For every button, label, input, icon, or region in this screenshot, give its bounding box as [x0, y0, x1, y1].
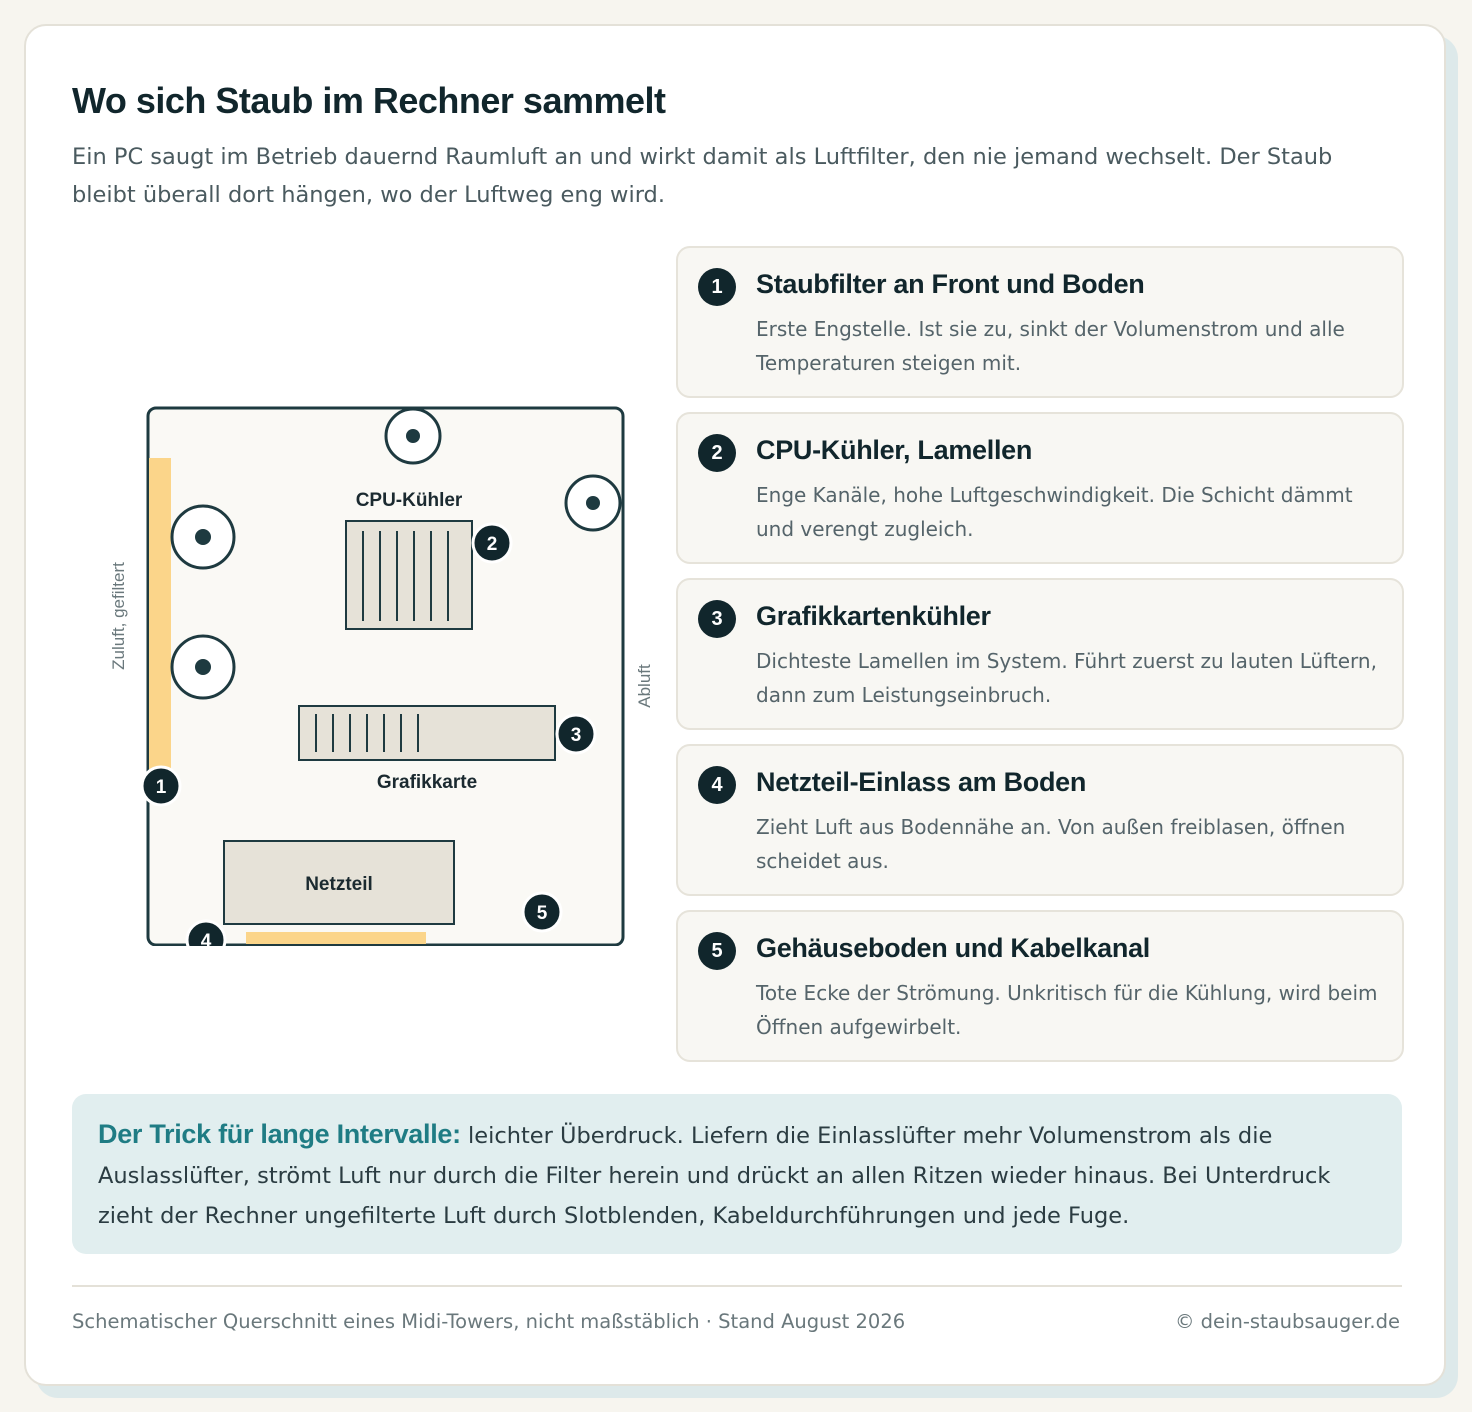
step-number: 3 — [698, 600, 736, 638]
step-description: Tote Ecke der Strömung. Unkritisch für d… — [756, 981, 1378, 1039]
step-description: Enge Kanäle, hohe Luftgeschwindigkeit. D… — [756, 483, 1353, 541]
bottom-filter — [246, 932, 426, 944]
step-description: Erste Engstelle. Ist sie zu, sinkt der V… — [756, 317, 1345, 375]
infographic-card: Wo sich Staub im Rechner sammelt Ein PC … — [24, 24, 1446, 1386]
step-card-5: 5 Gehäuseboden und Kabelkanal Tote Ecke … — [676, 910, 1404, 1062]
fan-rear-icon — [564, 474, 622, 532]
step-number: 2 — [698, 434, 736, 472]
exhaust-label: Abluft — [635, 664, 654, 708]
footer-note: Schematischer Querschnitt eines Midi-Tow… — [72, 1310, 906, 1333]
tip-box: Der Trick für lange Intervalle: leichter… — [72, 1094, 1402, 1254]
cpu-cooler — [345, 520, 473, 630]
step-card-2: 2 CPU-Kühler, Lamellen Enge Kanäle, hohe… — [676, 412, 1404, 564]
step-card-3: 3 Grafikkartenkühler Dichteste Lamellen … — [676, 578, 1404, 730]
gpu-card — [298, 705, 556, 761]
svg-text:1: 1 — [156, 777, 167, 798]
page-title: Wo sich Staub im Rechner sammelt — [72, 80, 666, 121]
marker-3: 3 — [555, 713, 597, 755]
tip-lead: Der Trick für lange Intervalle: — [98, 1119, 461, 1149]
step-title: Gehäuseboden und Kabelkanal — [756, 933, 1150, 963]
step-description: Dichteste Lamellen im System. Führt zuer… — [756, 649, 1377, 707]
front-filter — [149, 458, 171, 778]
marker-2: 2 — [471, 522, 513, 564]
intro-text: Ein PC saugt im Betrieb dauernd Raumluft… — [72, 144, 1333, 208]
step-title: CPU-Kühler, Lamellen — [756, 435, 1033, 465]
gpu-label: Grafikkarte — [377, 772, 477, 793]
step-card-1: 1 Staubfilter an Front und Boden Erste E… — [676, 246, 1404, 398]
footer-divider — [72, 1285, 1402, 1287]
cpu-label: CPU-Kühler — [356, 490, 463, 511]
pc-case-diagram: CPU-Kühler Grafikkarte Netzteil Zuluft, … — [109, 406, 654, 946]
gpu-fins — [315, 714, 419, 752]
svg-text:3: 3 — [571, 725, 582, 746]
footer-copyright: © dein-staubsauger.de — [1174, 1310, 1400, 1333]
svg-text:4: 4 — [201, 931, 212, 946]
fan-front-bottom-icon — [170, 634, 236, 700]
step-number: 5 — [698, 932, 736, 970]
marker-1: 1 — [140, 765, 182, 807]
intake-label: Zuluft, gefiltert — [109, 562, 128, 670]
steps-list: 1 Staubfilter an Front und Boden Erste E… — [676, 246, 1404, 1076]
step-number: 1 — [698, 268, 736, 306]
step-card-4: 4 Netzteil-Einlass am Boden Zieht Luft a… — [676, 744, 1404, 896]
marker-4: 4 — [185, 919, 227, 946]
svg-text:5: 5 — [537, 903, 548, 924]
step-title: Grafikkartenkühler — [756, 601, 991, 631]
step-number: 4 — [698, 766, 736, 804]
step-title: Netzteil-Einlass am Boden — [756, 767, 1087, 797]
step-title: Staubfilter an Front und Boden — [756, 269, 1145, 299]
marker-5: 5 — [521, 891, 563, 933]
psu-label: Netzteil — [305, 874, 373, 895]
tip-text: leichter Überdruck. Liefern die Einlassl… — [98, 1123, 1331, 1229]
step-description: Zieht Luft aus Bodennähe an. Von außen f… — [756, 815, 1346, 873]
svg-text:2: 2 — [487, 534, 498, 555]
fan-front-top-icon — [170, 504, 236, 570]
psu-box — [223, 840, 455, 925]
fan-top-icon — [384, 407, 442, 465]
cpu-fins — [362, 531, 449, 621]
